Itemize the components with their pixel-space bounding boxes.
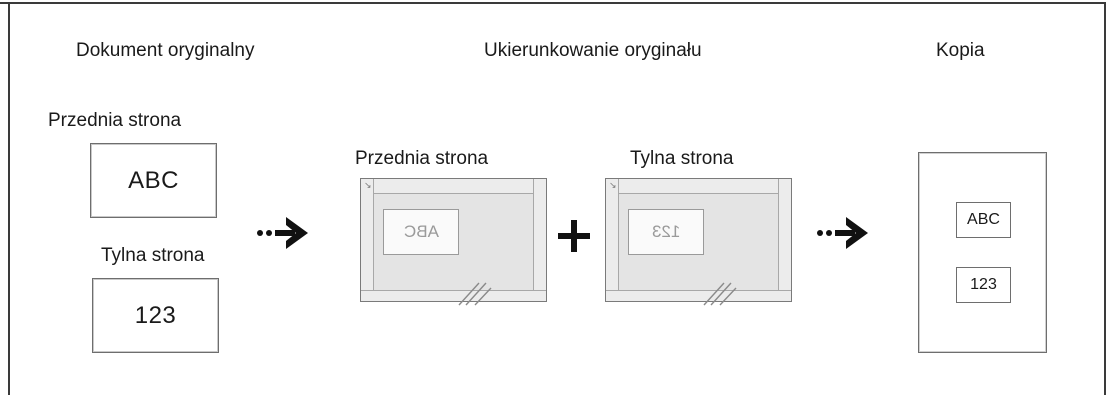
original-front-label: Przednia strona — [48, 110, 182, 131]
glass-reflection-icon — [703, 282, 737, 306]
scanner-corner-mark-icon: ↘ — [609, 180, 617, 190]
scanner-front-label: Przednia strona — [355, 148, 489, 169]
dotted-arrow-icon — [817, 217, 868, 249]
scanner-corner-mark-icon: ↘ — [364, 180, 372, 190]
scanner-right-guide — [778, 179, 791, 301]
scanner-back-text: 123 — [651, 222, 681, 241]
scanner-front-original: ABC — [383, 209, 459, 255]
header-copy: Kopia — [936, 40, 985, 61]
original-back-label: Tylna strona — [101, 245, 205, 266]
header-original-document: Dokument oryginalny — [76, 40, 255, 61]
original-front-page: ABC — [90, 143, 217, 218]
scanner-right-guide — [533, 179, 546, 301]
copy-page: ABC 123 — [918, 152, 1047, 353]
frame-right-border — [1104, 2, 1106, 395]
copy-front-text: ABC — [967, 211, 1000, 228]
header-original-orientation: Ukierunkowanie oryginału — [484, 40, 702, 61]
scanner-glass-front: ↘ ABC — [360, 178, 547, 306]
frame-top-border — [0, 2, 1106, 4]
dotted-arrow-icon — [257, 217, 308, 249]
original-front-text: ABC — [128, 166, 179, 194]
frame-left-border — [8, 2, 10, 395]
original-back-page: 123 — [92, 278, 219, 353]
scanner-back-original: 123 — [628, 209, 704, 255]
scanner-left-guide — [361, 179, 374, 301]
copy-back-text: 123 — [970, 276, 997, 293]
copy-back-box: 123 — [956, 267, 1011, 303]
scanner-top-guide — [606, 179, 791, 194]
scanner-front-text: ABC — [403, 222, 439, 241]
original-back-text: 123 — [134, 301, 177, 329]
scanner-bottom-guide — [361, 290, 546, 301]
glass-reflection-icon — [458, 282, 492, 306]
scanner-top-guide — [361, 179, 546, 194]
copy-front-box: ABC — [956, 202, 1011, 238]
scanner-left-guide — [606, 179, 619, 301]
scanner-glass-back: ↘ 123 — [605, 178, 792, 306]
plus-icon — [558, 220, 590, 252]
scanner-bottom-guide — [606, 290, 791, 301]
scanner-back-label: Tylna strona — [630, 148, 734, 169]
